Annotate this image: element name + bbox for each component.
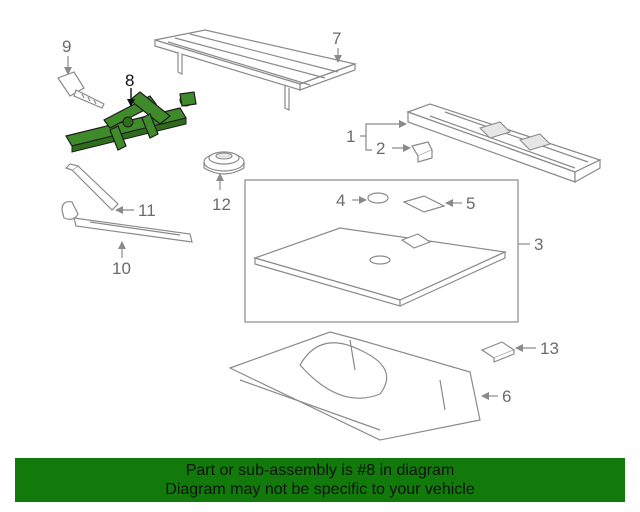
callout-13: 13 [540,339,559,358]
callout-7: 7 [332,29,341,48]
cover-part-5 [402,195,446,213]
cap-part-4 [367,192,389,204]
rear-sill-plate-part-1 [406,103,602,184]
bracket-part-13 [480,341,516,363]
jack-handle-part-11 [64,163,119,211]
banner-line-1: Part or sub-assembly is #8 in diagram [185,462,455,479]
notice-banner: Part or sub-assembly is #8 in diagram Di… [15,458,625,502]
banner-line-2: Diagram may not be specific to your vehi… [165,481,475,498]
storage-tray-part-6 [228,331,481,441]
callout-11: 11 [138,201,156,220]
parts-diagram: 1 2 3 4 5 6 7 8 9 10 11 12 13 [57,29,602,441]
callout-4: 4 [336,191,345,210]
load-floor-panel-part-7 [154,29,358,111]
clip-part-2 [411,141,433,163]
callout-10: 10 [112,259,131,278]
bolt-part-9 [57,71,105,109]
jack-part-8 [65,91,197,153]
callout-8-highlighted: 8 [125,71,134,90]
callout-12: 12 [212,195,231,214]
callout-5: 5 [466,194,475,213]
callout-2: 2 [376,139,385,158]
grommet-part-12 [203,151,245,175]
leader-lines [64,48,536,400]
wheel-wrench-part-10 [61,201,193,243]
callout-labels: 1 2 3 4 5 6 7 8 9 10 11 12 13 [62,29,559,406]
callout-1: 1 [346,127,355,146]
floor-cover-assembly-part-3 [244,179,519,323]
callout-3: 3 [534,235,543,254]
callout-6: 6 [502,387,511,406]
callout-9: 9 [62,37,71,56]
